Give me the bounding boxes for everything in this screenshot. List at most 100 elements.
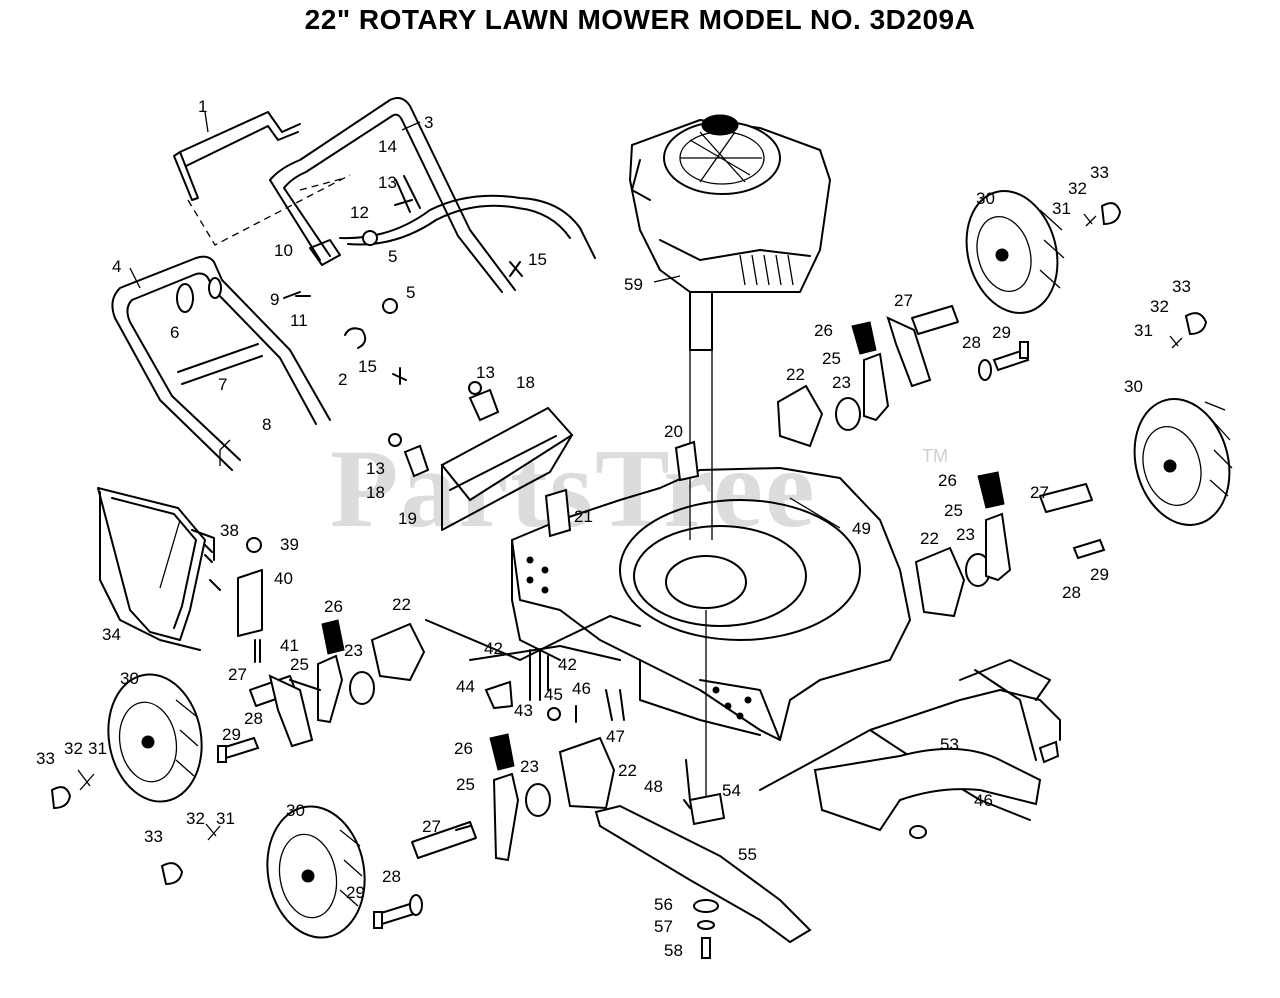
wheel-front-right [1133, 398, 1233, 526]
callout-30: 30 [286, 801, 305, 820]
callout-2: 2 [338, 370, 347, 389]
callout-6: 6 [170, 323, 179, 342]
callout-32: 32 [1068, 179, 1087, 198]
callout-54: 54 [722, 781, 741, 800]
lower-handle-part [111, 255, 331, 471]
callout-29: 29 [222, 725, 241, 744]
callout-8: 8 [262, 415, 271, 434]
callout-23: 23 [344, 641, 363, 660]
callout-21: 21 [574, 507, 593, 526]
rear-shield-part [440, 406, 574, 531]
callout-33: 33 [1172, 277, 1191, 296]
callout-28: 28 [962, 333, 981, 352]
small-fasteners [484, 649, 691, 809]
callout-13: 13 [366, 459, 385, 478]
callout-33: 33 [144, 827, 163, 846]
callout-15: 15 [358, 357, 377, 376]
callout-31: 31 [216, 809, 235, 828]
hardware-bolts-upper [283, 199, 523, 385]
callout-48: 48 [644, 777, 663, 796]
callout-10: 10 [274, 241, 293, 260]
callout-1: 1 [198, 97, 207, 116]
callout-23: 23 [520, 757, 539, 776]
callout-28: 28 [382, 867, 401, 886]
axle-parts [249, 305, 1093, 859]
height-adjuster-left-rear [317, 619, 426, 724]
callout-22: 22 [786, 365, 805, 384]
callout-27: 27 [1030, 483, 1049, 502]
engine-part [629, 114, 831, 351]
callout-22: 22 [920, 529, 939, 548]
callout-26: 26 [938, 471, 957, 490]
callout-31: 31 [1052, 199, 1071, 218]
callout-43: 43 [514, 701, 533, 720]
callout-4: 4 [112, 257, 121, 276]
callout-32: 32 [1150, 297, 1169, 316]
callout-leader-lines [129, 111, 1226, 589]
height-adjuster-front-right [914, 471, 1012, 618]
callout-25: 25 [944, 501, 963, 520]
wheel-rear-left [107, 673, 203, 803]
callout-28: 28 [244, 709, 263, 728]
callout-42: 42 [558, 655, 577, 674]
callout-38: 38 [220, 521, 239, 540]
callout-9: 9 [270, 290, 279, 309]
height-adjuster-rear-right [776, 321, 890, 448]
callout-39: 39 [280, 535, 299, 554]
callout-58: 58 [664, 941, 683, 960]
trademark-mark: TM [922, 446, 948, 466]
callout-23: 23 [832, 373, 851, 392]
callout-5: 5 [406, 283, 415, 302]
callout-33: 33 [1090, 163, 1109, 182]
callout-30: 30 [120, 669, 139, 688]
callout-25: 25 [456, 775, 475, 794]
callout-32: 32 [186, 809, 205, 828]
callout-23: 23 [956, 525, 975, 544]
callout-46: 46 [974, 791, 993, 810]
callout-3: 3 [424, 113, 433, 132]
discharge-chute-part [759, 659, 1061, 839]
rear-bar-part [425, 615, 641, 661]
callout-13: 13 [476, 363, 495, 382]
callout-27: 27 [422, 817, 441, 836]
callout-44: 44 [456, 677, 475, 696]
callout-22: 22 [618, 761, 637, 780]
grass-bag-frame-part [97, 487, 221, 651]
callout-25: 25 [822, 349, 841, 368]
bracket-part [388, 381, 500, 478]
callout-22: 22 [392, 595, 411, 614]
callout-55: 55 [738, 845, 757, 864]
callout-18: 18 [516, 373, 535, 392]
callout-14: 14 [378, 137, 397, 156]
callout-34: 34 [102, 625, 121, 644]
callout-59: 59 [624, 275, 643, 294]
callout-41: 41 [280, 636, 299, 655]
callout-5: 5 [388, 247, 397, 266]
hubcaps-and-clips [50, 202, 1208, 886]
engine-shaft-line [689, 295, 713, 540]
callout-31: 31 [88, 739, 107, 758]
callout-29: 29 [1090, 565, 1109, 584]
callout-labels: 1 2 3 4 5 5 6 7 8 9 10 11 12 13 13 13 14… [36, 97, 1191, 960]
height-adjuster-front-left [489, 733, 616, 862]
hinge-parts [204, 537, 263, 663]
callout-18: 18 [366, 483, 385, 502]
callout-53: 53 [940, 735, 959, 754]
callout-45: 45 [544, 685, 563, 704]
callout-30: 30 [976, 189, 995, 208]
callout-46: 46 [572, 679, 591, 698]
callout-57: 57 [654, 917, 673, 936]
callout-49: 49 [852, 519, 871, 538]
callout-7: 7 [218, 375, 227, 394]
callout-11: 11 [290, 311, 308, 330]
callout-33: 33 [36, 749, 55, 768]
callout-29: 29 [346, 883, 365, 902]
wheel-front-left [266, 805, 366, 939]
callout-19: 19 [398, 509, 417, 528]
deck-brackets [544, 440, 700, 538]
wheel-rear-right [965, 190, 1065, 314]
handle-part [269, 97, 516, 293]
callout-40: 40 [274, 569, 293, 588]
callout-26: 26 [324, 597, 343, 616]
